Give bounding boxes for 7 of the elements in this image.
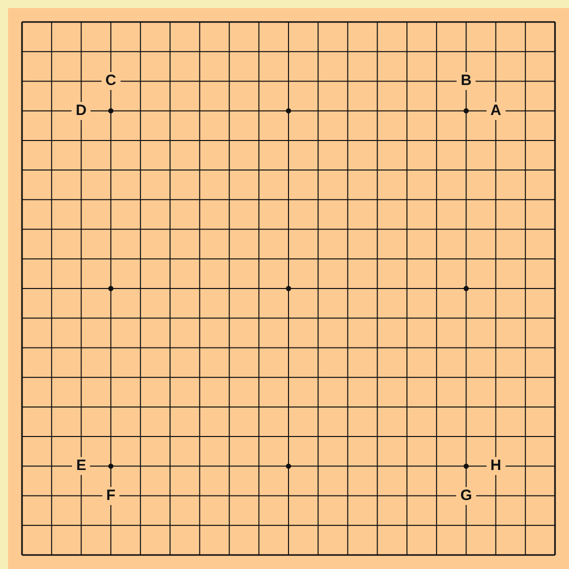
point-label: G: [456, 486, 476, 505]
point-label: C: [101, 72, 120, 90]
point-label: D: [72, 102, 91, 120]
point-label: B: [456, 72, 476, 90]
point-label: F: [102, 486, 120, 505]
point-label: E: [72, 457, 90, 476]
point-label: H: [486, 457, 506, 476]
